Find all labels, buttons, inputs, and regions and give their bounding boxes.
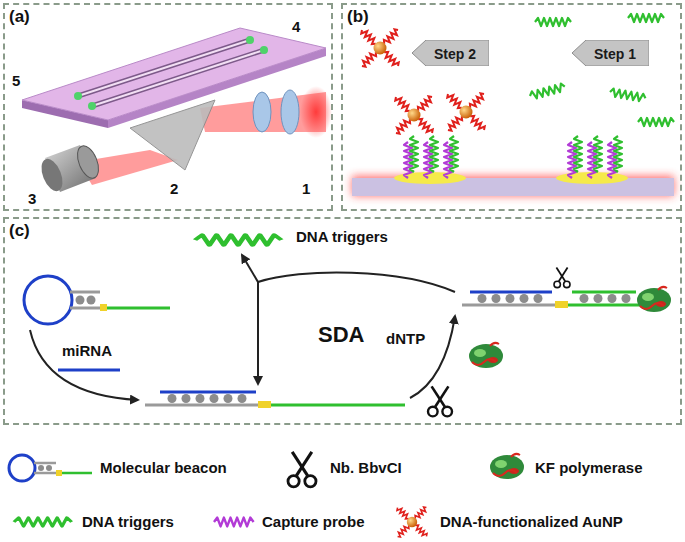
panel-label: (c) [9, 221, 30, 241]
legend-text: Nb. BbvCI [330, 459, 402, 476]
callout-number: 4 [292, 18, 300, 35]
panel-label: (a) [9, 7, 30, 27]
panel-frame: (c) [3, 217, 682, 425]
callout-number: 1 [302, 180, 310, 197]
step-arrow: Step 1 [572, 40, 649, 66]
legend-text: DNA-functionalized AuNP [440, 513, 623, 530]
species-label: miRNA [62, 342, 112, 359]
panel-frame: (b) Step 2 Step 1 [341, 3, 682, 211]
step-arrow: Step 2 [412, 40, 489, 66]
panel-frame: (a) [3, 3, 333, 211]
callout-number: 5 [12, 72, 20, 89]
legend-text: Molecular beacon [100, 459, 227, 476]
reagent-label: dNTP [386, 330, 425, 347]
process-label: SDA [318, 322, 364, 348]
step-label: Step 1 [594, 46, 636, 62]
step-arrow-outline [572, 40, 649, 66]
legend-text: Capture probe [262, 513, 365, 530]
callout-number: 2 [170, 180, 178, 197]
legend-text: DNA triggers [82, 513, 174, 530]
callout-number: 3 [28, 190, 36, 207]
step-arrow-outline [412, 40, 489, 66]
species-label: DNA triggers [296, 228, 388, 245]
panel-label: (b) [347, 7, 369, 27]
step-label: Step 2 [434, 46, 476, 62]
legend-text: KF polymerase [535, 459, 643, 476]
